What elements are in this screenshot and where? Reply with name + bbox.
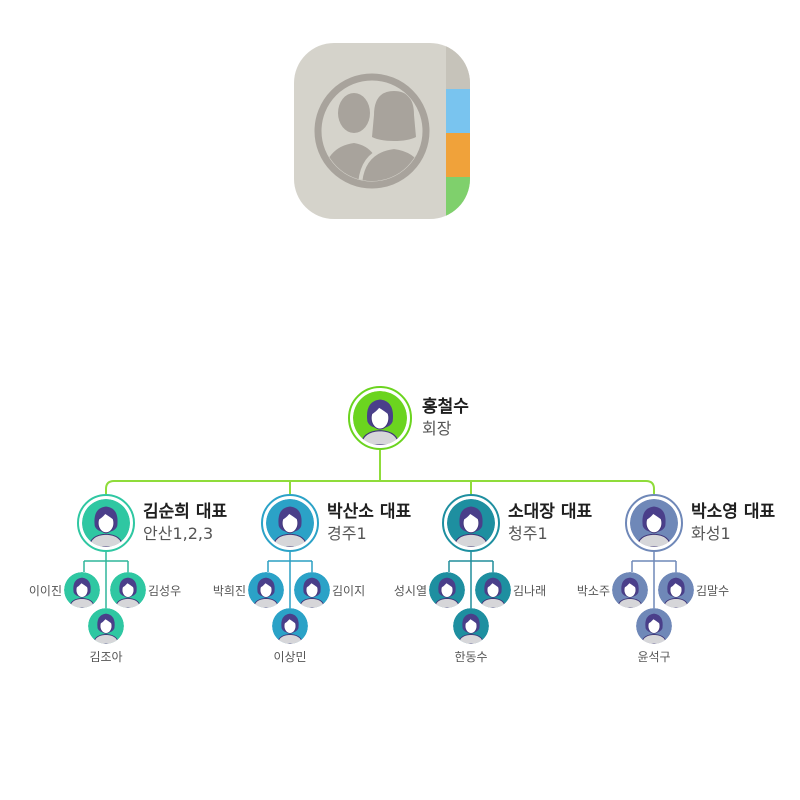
person-icon [110, 572, 146, 608]
member-name: 김조아 [89, 650, 123, 664]
lead-name: 소대장 대표 [508, 502, 593, 522]
person-icon [294, 572, 330, 608]
member-avatar [429, 572, 465, 608]
lead-name: 김순희 대표 [143, 502, 228, 522]
lead-avatar [77, 494, 135, 552]
member-name: 김나래 [513, 584, 547, 598]
person-icon [88, 608, 124, 644]
lead-avatar [442, 494, 500, 552]
root-title: 회장 [422, 419, 452, 438]
member-avatar [110, 572, 146, 608]
member-name: 이상민 [273, 650, 307, 664]
member-avatar [453, 608, 489, 644]
person-icon [353, 391, 407, 445]
person-icon [248, 572, 284, 608]
member-name: 김말수 [696, 584, 730, 598]
person-icon [82, 499, 130, 547]
connector-line [105, 480, 655, 494]
root-avatar [348, 386, 412, 450]
root-name: 홍철수 [422, 397, 469, 417]
person-icon [453, 608, 489, 644]
person-icon [636, 608, 672, 644]
member-avatar [294, 572, 330, 608]
contacts-app-icon [294, 43, 470, 219]
person-icon [64, 572, 100, 608]
member-name: 박소주 [576, 584, 610, 598]
member-name: 윤석구 [637, 650, 671, 664]
member-avatar [88, 608, 124, 644]
member-avatar [272, 608, 308, 644]
lead-region: 화성1 [691, 524, 731, 543]
lead-avatar [625, 494, 683, 552]
member-name: 한동수 [454, 650, 488, 664]
person-icon [630, 499, 678, 547]
person-icon [612, 572, 648, 608]
member-avatar [475, 572, 511, 608]
member-avatar [64, 572, 100, 608]
lead-name: 박산소 대표 [327, 502, 412, 522]
member-name: 박희진 [212, 584, 246, 598]
member-name: 이이진 [28, 584, 62, 598]
root-node: 홍철수 회장 [348, 386, 469, 450]
lead-avatar [261, 494, 319, 552]
person-icon [429, 572, 465, 608]
person-icon [475, 572, 511, 608]
member-avatar [248, 572, 284, 608]
lead-region: 경주1 [327, 524, 367, 543]
member-name: 성시열 [393, 584, 427, 598]
person-icon [266, 499, 314, 547]
lead-region: 안산1,2,3 [143, 524, 214, 543]
member-avatar [658, 572, 694, 608]
member-name: 김성우 [148, 584, 182, 598]
person-icon [272, 608, 308, 644]
person-icon [658, 572, 694, 608]
member-avatar [636, 608, 672, 644]
member-avatar [612, 572, 648, 608]
lead-name: 박소영 대표 [691, 502, 776, 522]
member-name: 김이지 [332, 584, 366, 598]
person-icon [447, 499, 495, 547]
lead-region: 청주1 [508, 524, 548, 543]
